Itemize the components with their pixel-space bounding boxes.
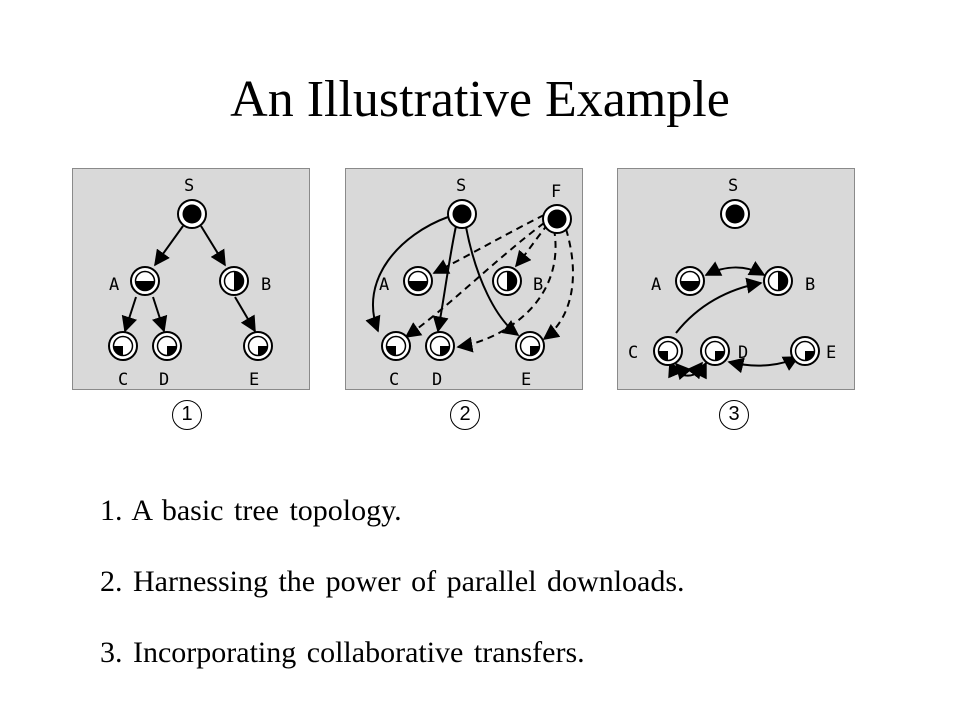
edge-s-a — [154, 225, 184, 267]
label-f: F — [551, 182, 561, 202]
label-c: C — [118, 370, 128, 390]
node-e — [790, 336, 820, 366]
panel-number-badge-1: 1 — [172, 400, 202, 430]
node-b — [492, 266, 522, 296]
label-b: B — [805, 275, 815, 295]
label-c: C — [389, 370, 399, 390]
node-c — [381, 331, 411, 361]
label-e: E — [521, 370, 531, 390]
edge-f-b — [514, 223, 549, 268]
label-a: A — [379, 275, 389, 295]
label-e: E — [249, 370, 259, 390]
edge-s-e — [465, 226, 520, 336]
edge-f-a — [432, 214, 545, 274]
node-c — [653, 336, 683, 366]
collaborative-diagram: S A B C D E — [628, 176, 836, 381]
node-c — [108, 331, 138, 361]
tree-diagram: S A B C D E — [108, 176, 273, 390]
node-s — [720, 199, 750, 229]
diagram-panel-tree: S A B C D E — [72, 168, 310, 390]
caption-2: 2. Harnessing the power of parallel down… — [100, 565, 685, 598]
label-d: D — [159, 370, 169, 390]
node-f — [542, 204, 572, 234]
edge-c-d-inner — [674, 361, 704, 381]
label-a: A — [109, 275, 119, 295]
edge-b-e — [234, 296, 256, 333]
node-d — [700, 336, 730, 366]
slide-title: An Illustrative Example — [230, 71, 730, 128]
label-c: C — [628, 343, 638, 363]
node-d — [425, 331, 455, 361]
node-e — [243, 331, 273, 361]
edge-s-b — [200, 225, 226, 267]
edge-f-c — [404, 222, 545, 338]
edge-f-e — [542, 228, 574, 340]
node-s — [177, 199, 207, 229]
edge-f-d — [456, 228, 557, 353]
label-e: E — [826, 343, 836, 363]
label-a: A — [651, 275, 661, 295]
node-a — [130, 266, 160, 296]
node-a — [403, 266, 433, 296]
edge-c-b — [675, 277, 763, 334]
edge-a-b — [704, 261, 766, 276]
parallel-diagram: S F A B C D E — [365, 176, 574, 390]
caption-3: 3. Incorporating collaborative transfers… — [100, 636, 585, 669]
label-d: D — [738, 343, 748, 363]
label-s: S — [184, 176, 194, 196]
label-s: S — [728, 176, 738, 196]
node-s — [447, 199, 477, 229]
panel-number-badge-2: 2 — [450, 400, 480, 430]
node-a — [675, 266, 705, 296]
node-d — [152, 331, 182, 361]
label-s: S — [456, 176, 466, 196]
node-e — [515, 331, 545, 361]
caption-1: 1. A basic tree topology. — [100, 494, 402, 527]
label-b: B — [533, 275, 543, 295]
diagram-panel-collaborative: S A B C D E — [617, 168, 855, 390]
panel-number-badge-3: 3 — [719, 400, 749, 430]
node-b — [219, 266, 249, 296]
edge-a-d — [151, 296, 168, 333]
edge-a-c — [121, 296, 138, 333]
diagram-panel-parallel: S F A B C D E — [345, 168, 583, 390]
node-b — [763, 266, 793, 296]
label-b: B — [261, 275, 271, 295]
edge-s-c — [365, 216, 449, 333]
edge-s-d — [432, 225, 457, 333]
label-d: D — [432, 370, 442, 390]
